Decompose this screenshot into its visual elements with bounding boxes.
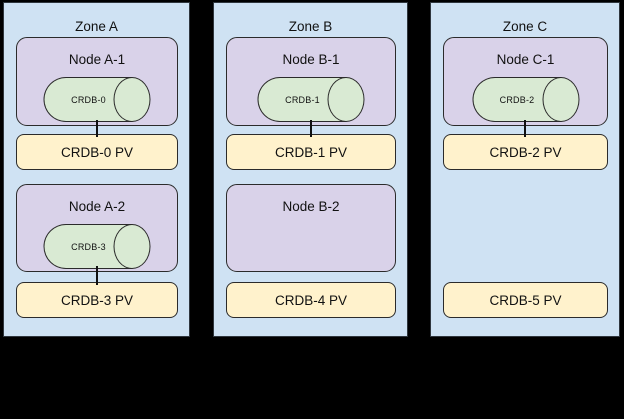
pv-box: CRDB-5 PV xyxy=(443,282,608,318)
zone-title: Zone B xyxy=(288,19,333,34)
node-box-b2: Node B-2 xyxy=(226,184,396,272)
zone-a: Zone A Node A-1 CRDB-0 CRDB-0 PV Node A-… xyxy=(3,2,190,337)
cylinder-cap xyxy=(327,77,365,122)
pv-box: CRDB-4 PV xyxy=(226,282,396,318)
pv-label: CRDB-0 PV xyxy=(60,144,133,160)
connector-line xyxy=(524,120,526,137)
node-box-c1: Node C-1 CRDB-2 xyxy=(443,37,608,126)
pv-label: CRDB-1 PV xyxy=(274,144,347,160)
database-cylinder: CRDB-3 xyxy=(43,224,151,269)
cylinder-cap xyxy=(113,224,151,269)
connector-line xyxy=(95,120,98,137)
cylinder-cap xyxy=(113,77,151,122)
pv-label: CRDB-5 PV xyxy=(489,292,562,308)
node-title: Node B-2 xyxy=(282,199,340,214)
node-title: Node A-2 xyxy=(68,199,126,214)
zone-c: Zone C Node C-1 CRDB-2 CRDB-2 PV CRDB-5 … xyxy=(430,2,620,337)
connector-line xyxy=(95,266,98,285)
cylinder-label: CRDB-2 xyxy=(499,94,535,105)
pv-box: CRDB-1 PV xyxy=(226,134,396,170)
cylinder-label: CRDB-0 xyxy=(71,94,106,105)
pv-box: CRDB-3 PV xyxy=(16,282,178,318)
pv-box: CRDB-0 PV xyxy=(16,134,178,170)
node-title: Node C-1 xyxy=(496,52,555,67)
cylinder-cap xyxy=(542,77,579,122)
connector-line xyxy=(309,120,312,137)
zone-b: Zone B Node B-1 CRDB-1 CRDB-1 PV Node B-… xyxy=(213,2,408,337)
pv-label: CRDB-2 PV xyxy=(489,144,562,160)
pv-box: CRDB-2 PV xyxy=(443,134,608,170)
database-cylinder: CRDB-2 xyxy=(472,77,579,122)
cylinder-label: CRDB-1 xyxy=(285,94,320,105)
node-title: Node A-1 xyxy=(68,52,126,67)
zone-title: Zone C xyxy=(502,19,548,34)
database-cylinder: CRDB-0 xyxy=(43,77,151,122)
zone-title: Zone A xyxy=(75,19,118,34)
node-title: Node B-1 xyxy=(282,52,340,67)
node-box-b1: Node B-1 CRDB-1 xyxy=(226,37,396,126)
cylinder-label: CRDB-3 xyxy=(71,241,106,252)
node-box-a2: Node A-2 CRDB-3 xyxy=(16,184,178,272)
pv-label: CRDB-4 PV xyxy=(274,292,347,308)
node-box-a1: Node A-1 CRDB-0 xyxy=(16,37,178,126)
database-cylinder: CRDB-1 xyxy=(257,77,365,122)
pv-label: CRDB-3 PV xyxy=(60,292,133,308)
